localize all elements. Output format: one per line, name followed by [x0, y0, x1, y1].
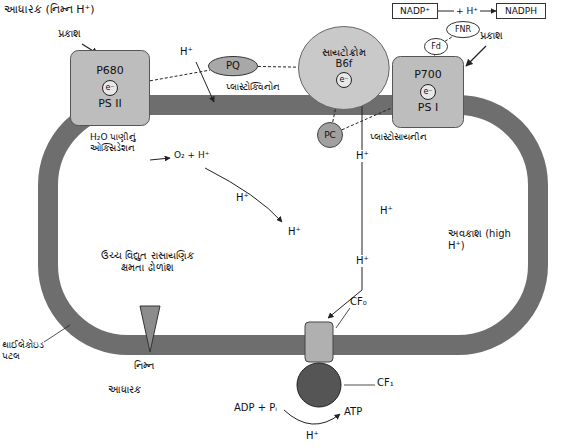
diagram-label: H⁺ — [306, 430, 319, 442]
outline-ellipse — [299, 27, 390, 110]
photosystem-box: P680 e⁻ PS II — [70, 50, 150, 126]
diagram-label: CF₀ — [350, 296, 367, 308]
thylakoid-membrane — [48, 105, 538, 345]
electron-symbol: e⁻ — [102, 80, 118, 96]
node-label: PS II — [98, 98, 122, 111]
diagram-label: H⁺ — [380, 205, 393, 217]
cf0-channel — [305, 322, 333, 362]
diagram-label: અવકાશ (high H⁺) — [448, 228, 520, 252]
electron-path — [333, 109, 336, 122]
fnr-ellipse: FNR — [446, 21, 480, 38]
node-label: P680 — [96, 65, 124, 78]
ferredoxin-ellipse: Fd — [424, 38, 448, 55]
diagram-label: H⁺ — [355, 255, 370, 267]
node-label: Fd — [431, 42, 441, 51]
photosystem-box: P700 e⁻ PS I — [392, 56, 464, 128]
diagram-label: પ્રકાશ — [480, 30, 503, 42]
diagram-label: ADP + Pᵢ — [234, 402, 277, 414]
edge-label: + H⁺ — [454, 6, 480, 17]
outline-rect — [393, 57, 464, 128]
node-label: સાયટોક્રોમ B6f — [313, 47, 375, 70]
node-label: PS I — [418, 102, 438, 115]
diagram-label: H₂O પાણીનું ઓક્સિડેશન — [90, 132, 152, 154]
diagram-label: H⁺ — [180, 46, 193, 58]
electron-path — [150, 70, 210, 81]
node-label: P700 — [414, 69, 442, 82]
outline-ellipse — [447, 22, 480, 38]
electron-path — [258, 66, 298, 68]
electron-symbol: e⁻ — [420, 84, 436, 100]
diagram-label: H⁺ — [288, 226, 301, 238]
diagram-label: H⁺ — [355, 150, 370, 162]
diagram-label: પ્લાસ્ટોસાયનીન — [370, 132, 427, 143]
diagram-label: પ્રકાશ — [58, 28, 81, 40]
atp-synthesis-arrow — [284, 410, 340, 424]
gradient-wedge — [140, 306, 160, 352]
nadph-box: NADPH — [496, 3, 546, 19]
diagram-label: CF₁ — [377, 377, 394, 389]
node-label: PC — [324, 130, 336, 140]
plastoquinone-ellipse: PQ — [208, 56, 258, 76]
outline-rect — [497, 4, 546, 19]
outline-ellipse — [425, 39, 448, 55]
diagram-label: પ્લાસ્ટોક્વિનોન — [226, 82, 280, 93]
diagram-label: આધારક (નિમ્ન H⁺) — [4, 3, 95, 16]
diagram-label: આધારક — [108, 384, 141, 396]
diagram-label: H⁺ — [236, 192, 249, 204]
diagram-label: ATP — [344, 406, 362, 418]
oxidation-arrow — [150, 158, 170, 160]
electron-path — [445, 37, 452, 42]
light-arrow — [466, 46, 486, 66]
node-label: PQ — [226, 60, 240, 72]
leader-line — [344, 385, 375, 386]
leader-line — [336, 308, 350, 328]
outline-rect — [71, 51, 150, 126]
diagram-label: ઉચ્ચ વિદ્યુત રાસાયણિક ક્ષમતા ઢોળાંશ — [100, 250, 195, 274]
cytochrome-circle: સાયટોક્રોમ B6f e⁻ — [298, 26, 390, 110]
electron-path — [342, 108, 392, 130]
node-label: FNR — [455, 25, 471, 34]
node-label: NADPH — [505, 6, 537, 16]
node-label: NADP⁺ — [400, 6, 430, 16]
electron-symbol: e⁻ — [336, 72, 352, 88]
outline-ellipse — [318, 123, 343, 148]
cf1-head — [297, 363, 341, 407]
leader-line — [44, 325, 70, 342]
nadp-box: NADP⁺ — [392, 3, 438, 19]
plastocyanin-circle: PC — [317, 122, 343, 148]
outline-rect — [393, 4, 438, 19]
diagram-label: નિમ્ન — [134, 360, 154, 372]
outline-ellipse — [209, 56, 258, 75]
diagram-label: O₂ + H⁺ — [174, 150, 209, 161]
proton-arrow — [205, 168, 282, 222]
diagram-label: થાઈલેકોઇડ પટલ — [2, 340, 50, 362]
